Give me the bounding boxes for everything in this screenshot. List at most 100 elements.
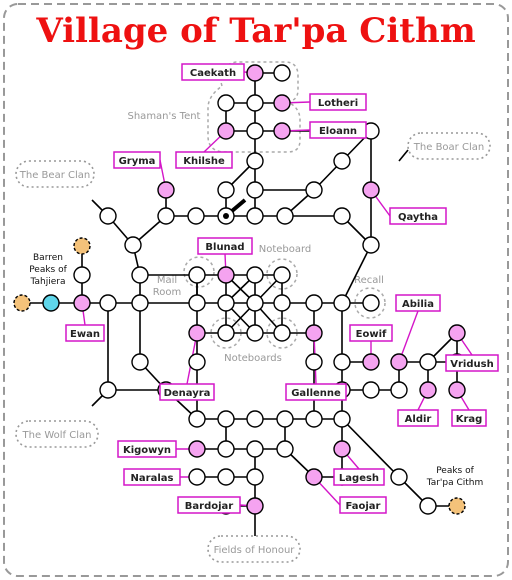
room-d1[interactable] bbox=[131, 353, 149, 371]
npc-label-eowif[interactable]: Eowif bbox=[349, 324, 393, 342]
room-c3[interactable] bbox=[390, 381, 408, 399]
room-d4[interactable] bbox=[362, 353, 380, 371]
room-caekR[interactable] bbox=[273, 64, 291, 82]
room-t1[interactable] bbox=[246, 152, 264, 170]
boar-clan-oval[interactable] bbox=[407, 132, 491, 160]
room-g3[interactable] bbox=[187, 207, 205, 225]
npc-label-krag[interactable]: Krag bbox=[451, 409, 487, 427]
npc-label-caekath[interactable]: Caekath bbox=[181, 63, 245, 81]
room-g2[interactable] bbox=[157, 207, 175, 225]
room-c2[interactable] bbox=[362, 381, 380, 399]
npc-label-faojar[interactable]: Faojar bbox=[339, 496, 387, 514]
npc-label-ewan[interactable]: Ewan bbox=[65, 324, 105, 342]
room-p34[interactable] bbox=[273, 324, 291, 342]
room-pk2[interactable] bbox=[419, 497, 437, 515]
room-p24[interactable] bbox=[273, 294, 291, 312]
room-vr2[interactable] bbox=[448, 324, 466, 342]
npc-label-gallenne[interactable]: Gallenne bbox=[285, 383, 347, 401]
room-bar[interactable] bbox=[246, 497, 264, 515]
room-w1[interactable] bbox=[99, 294, 117, 312]
room-p22[interactable] bbox=[217, 294, 235, 312]
room-w2[interactable] bbox=[73, 294, 91, 312]
room-rr2[interactable] bbox=[362, 236, 380, 254]
room-fao[interactable] bbox=[305, 468, 323, 486]
room-pk3[interactable] bbox=[448, 497, 466, 515]
wolf-clan-oval[interactable] bbox=[15, 420, 99, 448]
room-p33[interactable] bbox=[246, 324, 264, 342]
room-khs[interactable] bbox=[217, 122, 235, 140]
npc-label-denayra[interactable]: Denayra bbox=[159, 383, 215, 401]
room-k6[interactable] bbox=[305, 410, 323, 428]
room-pk1[interactable] bbox=[390, 468, 408, 486]
room-ald[interactable] bbox=[419, 381, 437, 399]
room-kig[interactable] bbox=[188, 440, 206, 458]
room-p31[interactable] bbox=[188, 324, 206, 342]
npc-label-aldir[interactable]: Aldir bbox=[397, 409, 439, 427]
room-elo[interactable] bbox=[273, 122, 291, 140]
room-wl1[interactable] bbox=[99, 381, 117, 399]
room-p25[interactable] bbox=[305, 294, 323, 312]
room-k7[interactable] bbox=[333, 410, 351, 428]
room-g6[interactable] bbox=[276, 207, 294, 225]
room-bear2[interactable] bbox=[124, 236, 142, 254]
npc-label-naralas[interactable]: Naralas bbox=[123, 468, 181, 486]
room-p32[interactable] bbox=[217, 324, 235, 342]
room-caek[interactable] bbox=[246, 64, 264, 82]
room-rcl[interactable] bbox=[333, 294, 351, 312]
room-mr2[interactable] bbox=[131, 294, 149, 312]
room-p11[interactable] bbox=[188, 266, 206, 284]
room-g5[interactable] bbox=[246, 207, 264, 225]
room-p35[interactable] bbox=[305, 324, 323, 342]
room-nar[interactable] bbox=[188, 468, 206, 486]
room-p23[interactable] bbox=[246, 294, 264, 312]
npc-label-lagesh[interactable]: Lagesh bbox=[333, 468, 385, 486]
room-bp1[interactable] bbox=[73, 266, 91, 284]
npc-label-eloann[interactable]: Eloann bbox=[309, 121, 367, 139]
room-na2[interactable] bbox=[217, 468, 235, 486]
room-k2[interactable] bbox=[188, 410, 206, 428]
room-k5[interactable] bbox=[276, 410, 294, 428]
room-e1[interactable] bbox=[333, 353, 351, 371]
room-k4[interactable] bbox=[246, 410, 264, 428]
room-tz1[interactable] bbox=[13, 294, 31, 312]
fields-of-honour-oval[interactable] bbox=[207, 535, 301, 563]
npc-label-blunad[interactable]: Blunad bbox=[197, 237, 253, 255]
room-krg[interactable] bbox=[448, 381, 466, 399]
room-lag[interactable] bbox=[333, 440, 351, 458]
room-qay[interactable] bbox=[362, 181, 380, 199]
room-t3[interactable] bbox=[246, 181, 264, 199]
npc-label-abilia[interactable]: Abilia bbox=[395, 294, 441, 312]
room-p14[interactable] bbox=[273, 266, 291, 284]
room-t4[interactable] bbox=[305, 181, 323, 199]
room-s1[interactable] bbox=[217, 94, 235, 112]
room-s3[interactable] bbox=[246, 122, 264, 140]
room-d2[interactable] bbox=[188, 353, 206, 371]
room-d3[interactable] bbox=[305, 353, 323, 371]
room-lot[interactable] bbox=[273, 94, 291, 112]
room-gry[interactable] bbox=[157, 181, 175, 199]
room-tz2[interactable] bbox=[73, 237, 91, 255]
room-ki4[interactable] bbox=[276, 440, 294, 458]
room-p13[interactable] bbox=[246, 266, 264, 284]
room-na3[interactable] bbox=[246, 468, 264, 486]
npc-label-qaytha[interactable]: Qaytha bbox=[389, 207, 447, 225]
room-k3[interactable] bbox=[217, 410, 235, 428]
room-rcl2[interactable] bbox=[362, 294, 380, 312]
npc-label-vridush[interactable]: Vridush bbox=[445, 354, 499, 372]
room-s2[interactable] bbox=[246, 94, 264, 112]
bear-clan-oval[interactable] bbox=[15, 160, 95, 188]
npc-label-kigowyn[interactable]: Kigowyn bbox=[117, 440, 177, 458]
room-mr1[interactable] bbox=[131, 266, 149, 284]
npc-label-lotheri[interactable]: Lotheri bbox=[309, 93, 367, 111]
room-ew[interactable] bbox=[42, 294, 60, 312]
npc-label-khilshe[interactable]: Khilshe bbox=[175, 151, 233, 169]
room-t5[interactable] bbox=[333, 152, 351, 170]
npc-label-gryma[interactable]: Gryma bbox=[113, 151, 161, 169]
room-p21[interactable] bbox=[188, 294, 206, 312]
room-rr1[interactable] bbox=[333, 207, 351, 225]
room-ki2[interactable] bbox=[217, 440, 235, 458]
room-p12[interactable] bbox=[217, 266, 235, 284]
room-ab[interactable] bbox=[390, 353, 408, 371]
room-vr1[interactable] bbox=[419, 353, 437, 371]
room-bear[interactable] bbox=[99, 207, 117, 225]
